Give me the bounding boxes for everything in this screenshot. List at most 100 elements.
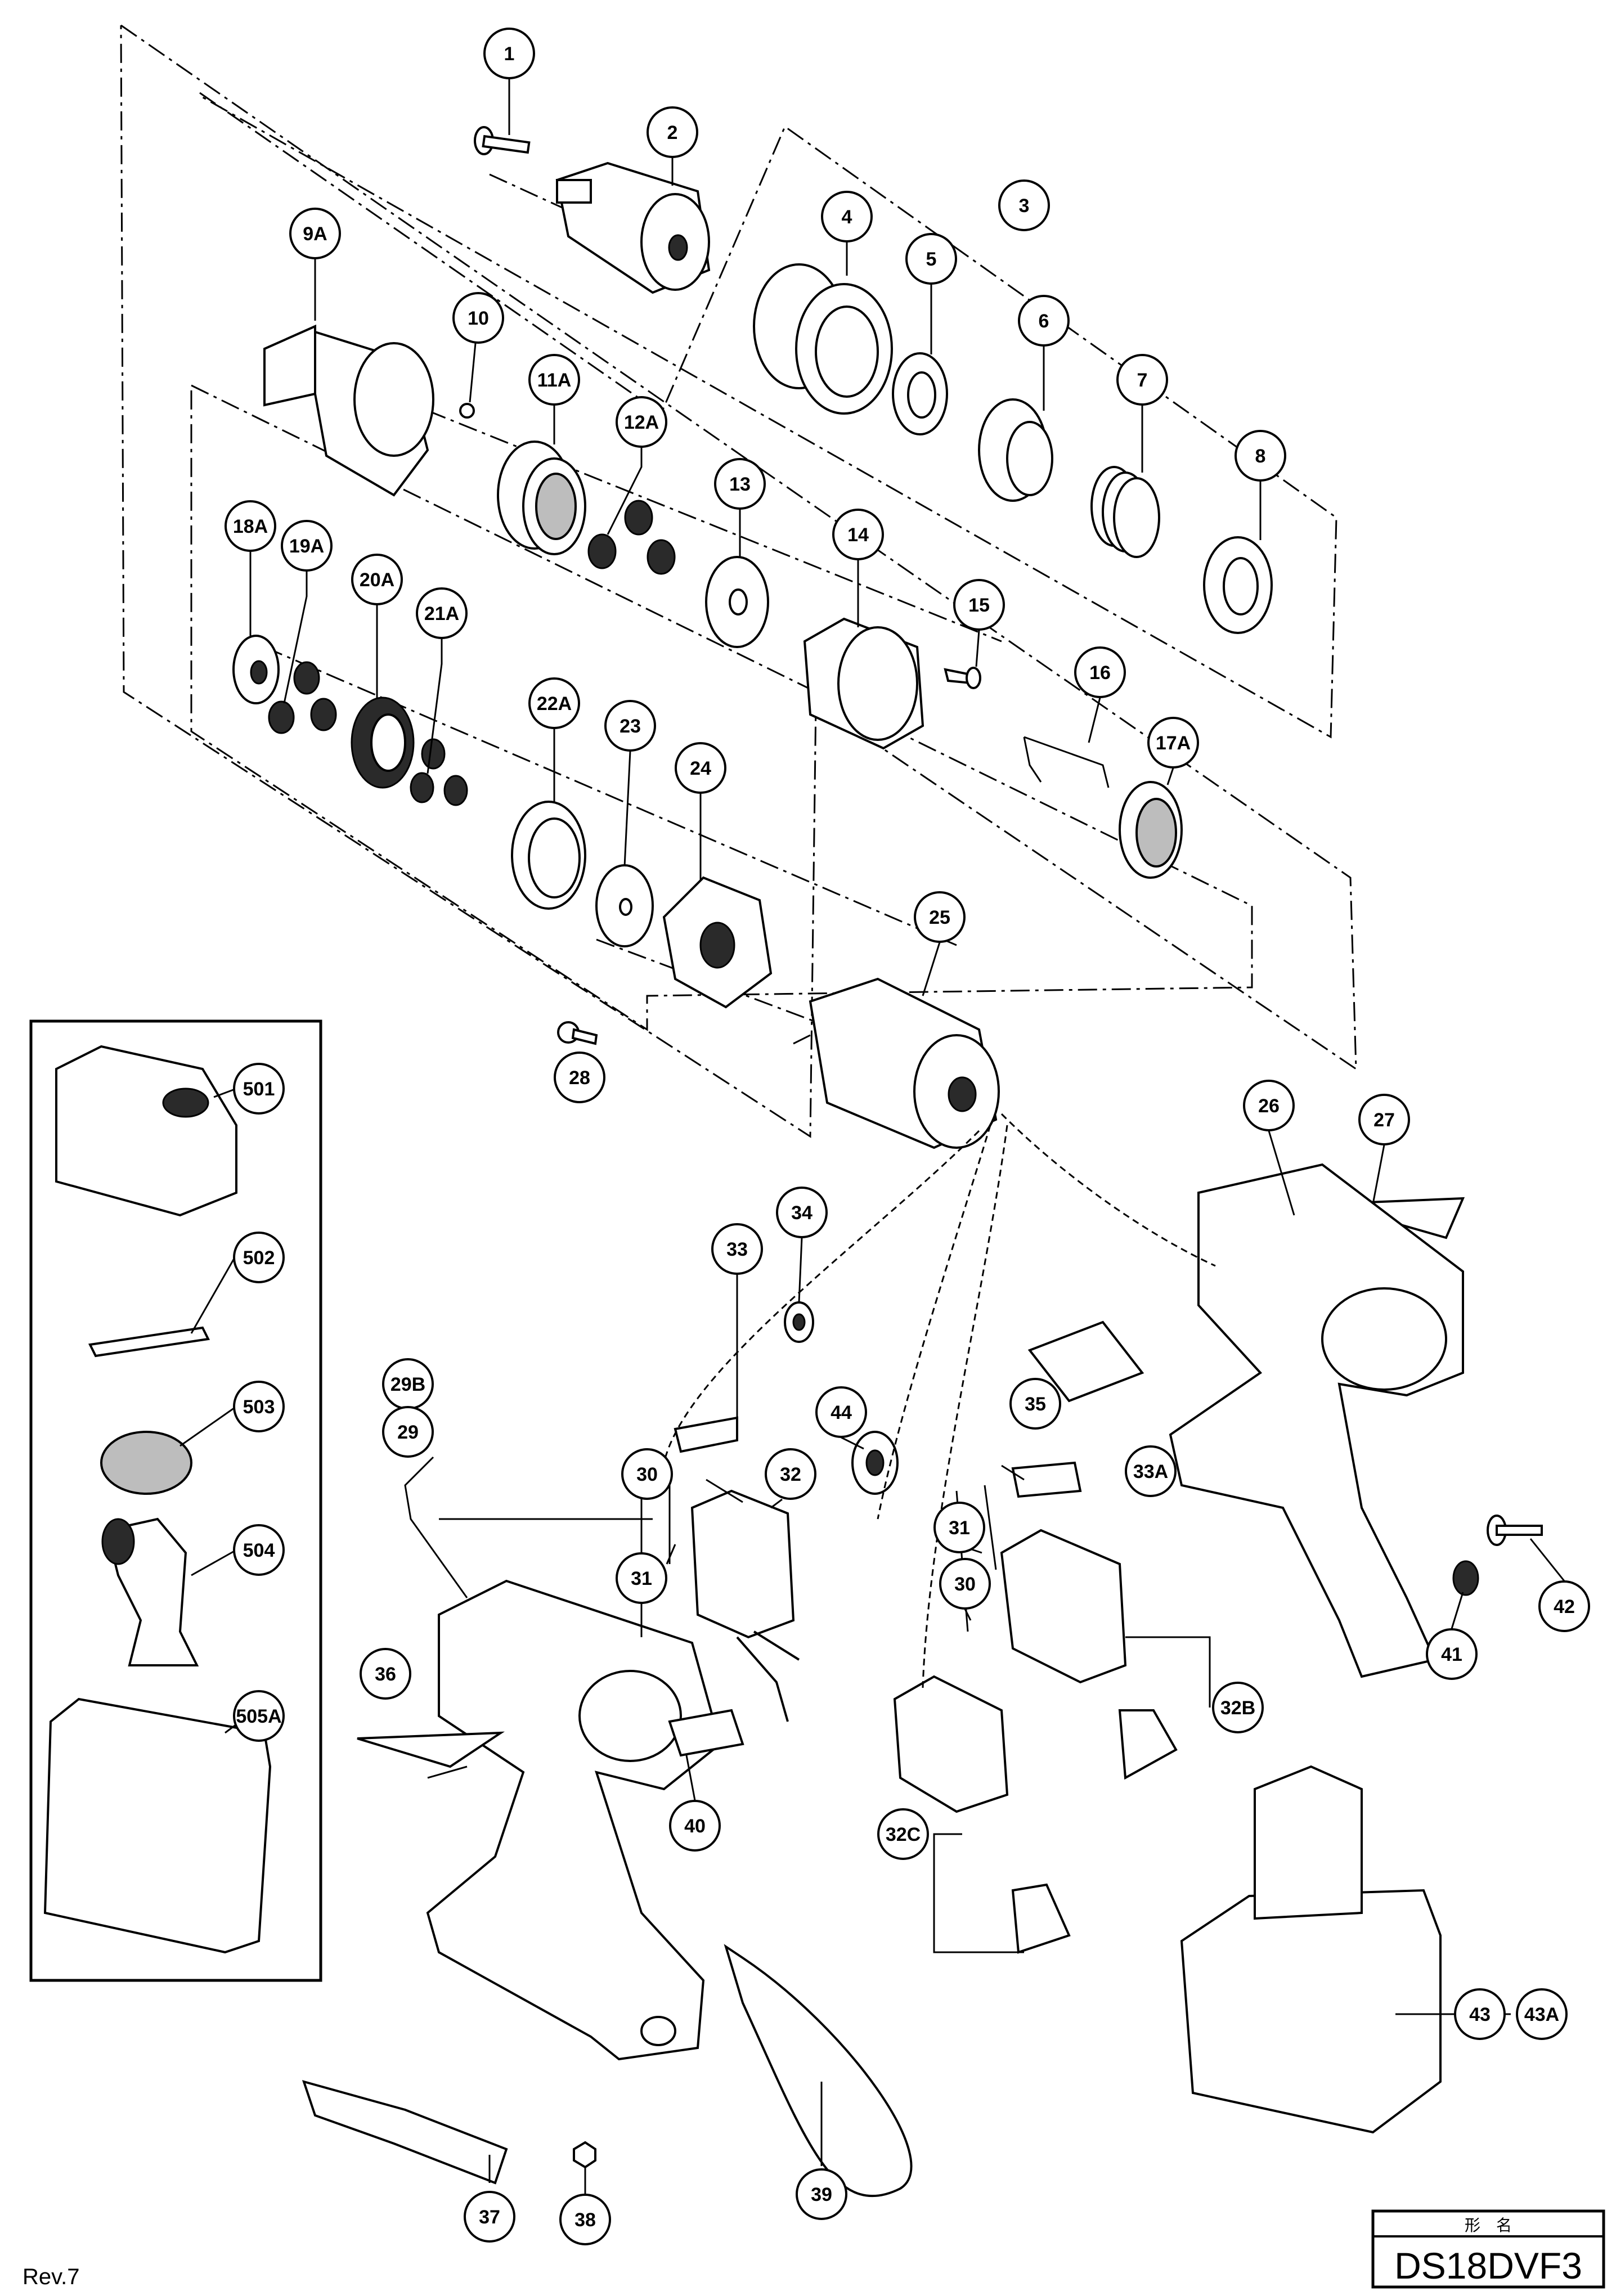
callout-14: 14 bbox=[832, 509, 884, 560]
callout-label: 2 bbox=[667, 122, 678, 143]
callout-16: 16 bbox=[1074, 646, 1126, 698]
screw-part-15 bbox=[944, 667, 981, 689]
callout-label: 41 bbox=[1441, 1644, 1462, 1665]
callout-circle bbox=[647, 106, 698, 158]
callout-29: 29 bbox=[382, 1406, 434, 1458]
belt-hook-part-37 bbox=[302, 2080, 508, 2185]
lever-part-33A bbox=[1011, 1461, 1082, 1498]
strap-part-39 bbox=[724, 1944, 913, 2198]
switch-part-32B bbox=[1000, 1529, 1178, 1780]
callout-label: 10 bbox=[468, 308, 489, 329]
callout-circle bbox=[351, 554, 403, 605]
switch-part-32C bbox=[893, 1675, 1071, 1954]
callout-label: 502 bbox=[243, 1247, 275, 1269]
callout-label: 504 bbox=[243, 1540, 275, 1561]
carrier-part-18A bbox=[232, 635, 280, 704]
callout-label: 18A bbox=[233, 516, 268, 537]
callout-40: 40 bbox=[669, 1800, 721, 1852]
callout-label: 6 bbox=[1039, 311, 1049, 332]
callout-circle bbox=[815, 1386, 867, 1438]
callout-29B: 29B bbox=[382, 1358, 434, 1410]
callout-30a: 30 bbox=[621, 1448, 673, 1500]
callout-12A: 12A bbox=[616, 396, 667, 448]
callout-34: 34 bbox=[776, 1187, 828, 1238]
callout-3: 3 bbox=[998, 179, 1050, 231]
callout-7: 7 bbox=[1116, 354, 1168, 406]
callout-label: 42 bbox=[1554, 1596, 1575, 1617]
callout-label: 17A bbox=[1156, 733, 1191, 754]
callout-label: 44 bbox=[831, 1402, 852, 1423]
model-number: DS18DVF3 bbox=[1394, 2245, 1582, 2286]
callout-label: 34 bbox=[791, 1202, 813, 1224]
callout-circle bbox=[1454, 1988, 1506, 2040]
callout-circle bbox=[233, 1232, 285, 1283]
callout-circle bbox=[616, 396, 667, 448]
callout-21A: 21A bbox=[416, 587, 468, 639]
callout-circle bbox=[776, 1187, 828, 1238]
callout-label: 32B bbox=[1220, 1697, 1255, 1719]
callout-2: 2 bbox=[647, 106, 698, 158]
parts bbox=[43, 126, 1543, 2198]
callout-20A: 20A bbox=[351, 554, 403, 605]
callout-31a: 31 bbox=[616, 1552, 667, 1604]
callout-circle bbox=[1426, 1628, 1478, 1680]
callout-8: 8 bbox=[1235, 430, 1286, 482]
callout-label: 43 bbox=[1469, 2004, 1491, 2025]
callout-label: 39 bbox=[811, 2184, 832, 2205]
callout-label: 20A bbox=[360, 569, 394, 591]
lever-part-33 bbox=[674, 1416, 738, 1453]
callout-503: 503 bbox=[233, 1381, 285, 1432]
washer-part-23 bbox=[595, 864, 654, 947]
callout-39: 39 bbox=[796, 2168, 847, 2220]
callout-circle bbox=[821, 191, 873, 242]
callout-circle bbox=[528, 354, 580, 406]
callouts: 123456789A1011A12A1314151617A18A19A20A21… bbox=[225, 28, 1590, 2245]
callout-circle bbox=[1147, 717, 1199, 769]
model-box-label: 形 名 bbox=[1465, 2217, 1512, 2234]
callout-label: 15 bbox=[968, 595, 990, 616]
callout-circle bbox=[1243, 1080, 1295, 1131]
planet-gears-part-12A bbox=[587, 500, 676, 575]
callout-label: 43A bbox=[1524, 2004, 1559, 2025]
callout-label: 33 bbox=[726, 1239, 748, 1260]
callout-6: 6 bbox=[1018, 295, 1070, 347]
callout-circle bbox=[711, 1223, 763, 1275]
callout-24: 24 bbox=[675, 742, 726, 794]
callout-15: 15 bbox=[953, 579, 1005, 631]
callout-circle bbox=[669, 1800, 721, 1852]
callout-circle bbox=[528, 677, 580, 729]
washer-part-8 bbox=[1203, 536, 1273, 634]
ring-part-17A bbox=[1119, 781, 1183, 879]
planet-gears-part-21A bbox=[410, 738, 468, 806]
callout-circle bbox=[452, 292, 504, 344]
callout-43: 43 bbox=[1454, 1988, 1506, 2040]
callout-circle bbox=[559, 2194, 611, 2245]
callout-1: 1 bbox=[483, 28, 535, 79]
callout-circle bbox=[382, 1406, 434, 1458]
slide-part-35 bbox=[1027, 1320, 1144, 1403]
left-housing-half-part-29 bbox=[426, 1579, 722, 2061]
callout-17A: 17A bbox=[1147, 717, 1199, 769]
chuck-part-2 bbox=[555, 161, 711, 294]
callout-label: 19A bbox=[289, 536, 324, 557]
callout-circle bbox=[225, 500, 276, 552]
callout-501: 501 bbox=[233, 1063, 285, 1115]
callout-26: 26 bbox=[1243, 1080, 1295, 1131]
callout-label: 35 bbox=[1025, 1394, 1046, 1415]
callout-label: 32 bbox=[780, 1464, 801, 1485]
battery-part-43 bbox=[1180, 1765, 1442, 2134]
leader-lines bbox=[179, 79, 1565, 2194]
callout-19A: 19A bbox=[281, 520, 333, 572]
callout-11A: 11A bbox=[528, 354, 580, 406]
callout-circle bbox=[483, 28, 535, 79]
callout-circle bbox=[877, 1808, 929, 1860]
light-part-504 bbox=[101, 1517, 199, 1666]
label-part-36 bbox=[357, 1731, 505, 1768]
callout-label: 30 bbox=[954, 1574, 976, 1595]
holder-part-6 bbox=[978, 398, 1053, 502]
nut-part-38 bbox=[573, 2141, 596, 2169]
callout-circle bbox=[914, 891, 966, 943]
callout-circle bbox=[1116, 354, 1168, 406]
callout-30b: 30 bbox=[939, 1558, 991, 1610]
callout-label: 37 bbox=[479, 2207, 500, 2228]
